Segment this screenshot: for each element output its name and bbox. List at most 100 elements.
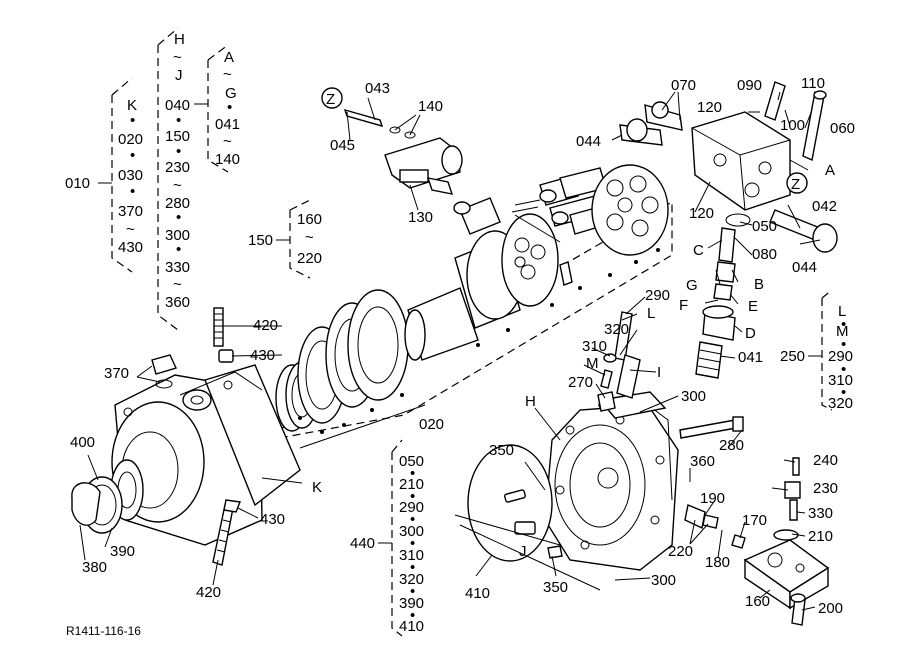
- callout-380: 380: [82, 559, 107, 576]
- callout-120: 120: [689, 205, 714, 222]
- reference-code: R1411-116-16: [66, 624, 141, 638]
- reference-dots: [298, 248, 660, 434]
- callout-430: 430: [250, 347, 275, 364]
- group-150-item: 160: [297, 211, 322, 228]
- group-440-sep: •: [410, 559, 415, 576]
- callout-200: 200: [818, 600, 843, 617]
- valve-stack: [695, 227, 736, 379]
- group-010-sep: •: [130, 112, 135, 129]
- callout-K: K: [312, 479, 322, 496]
- leader-lines: [79, 91, 822, 611]
- group-440-sep: •: [410, 607, 415, 624]
- group-250-item: L: [838, 303, 846, 320]
- callout-370: 370: [104, 365, 129, 382]
- bracket-010: [111, 77, 133, 273]
- callout-B: B: [754, 276, 764, 293]
- callout-390: 390: [110, 543, 135, 560]
- callout-070: 070: [671, 77, 696, 94]
- group-010-item: K: [127, 97, 137, 114]
- callout-H: H: [525, 393, 536, 410]
- callout-120: 120: [697, 99, 722, 116]
- callout-420: 420: [196, 584, 221, 601]
- main-housing: [544, 391, 679, 571]
- callout-L: L: [647, 305, 655, 322]
- callout-044: 044: [792, 259, 817, 276]
- group-440-item: 290: [399, 499, 424, 516]
- bearing-rings: [275, 289, 409, 432]
- callout-220: 220: [668, 543, 693, 560]
- callout-140: 140: [418, 98, 443, 115]
- cover-block-160: [743, 539, 830, 626]
- bolt-280: [679, 416, 744, 439]
- z-marker: Z: [786, 172, 808, 194]
- group-010-item: 020: [118, 131, 143, 148]
- group-440-item: 310: [399, 547, 424, 564]
- callout-190: 190: [700, 490, 725, 507]
- group-010-sep: •: [130, 147, 135, 164]
- group-250-item: 310: [828, 372, 853, 389]
- group-040-sep: •: [176, 143, 181, 160]
- cylinder-block: [501, 213, 573, 307]
- group-250-item: 290: [828, 348, 853, 365]
- bracket-041: [207, 44, 229, 173]
- group-440-item: 320: [399, 571, 424, 588]
- group-440-label: 440: [350, 535, 375, 552]
- group-040-item: 360: [165, 294, 190, 311]
- valve-plate: [591, 164, 669, 256]
- callout-E: E: [748, 298, 758, 315]
- svg-text:Z: Z: [326, 91, 335, 108]
- group-440-item: 050: [399, 453, 424, 470]
- group-040-item: 150: [165, 128, 190, 145]
- group-440-item: 210: [399, 476, 424, 493]
- relief-valve-parts: [597, 311, 641, 412]
- group-041-sep: ~: [223, 66, 232, 83]
- callout-D: D: [745, 325, 756, 342]
- group-010-sep: ~: [126, 221, 135, 238]
- callout-270: 270: [568, 374, 593, 391]
- pilot-parts: [684, 457, 801, 549]
- stud-420-bottom: [212, 499, 241, 566]
- callout-350: 350: [543, 579, 568, 596]
- callout-420: 420: [253, 317, 278, 334]
- group-250-item: 320: [828, 395, 853, 412]
- group-040-item: 040: [165, 97, 190, 114]
- group-250-label: 250: [780, 348, 805, 365]
- callout-410: 410: [465, 585, 490, 602]
- callout-310: 310: [582, 338, 607, 355]
- callout-M: M: [586, 355, 599, 372]
- callout-230: 230: [813, 480, 838, 497]
- group-010-item: 430: [118, 239, 143, 256]
- callout-170: 170: [742, 512, 767, 529]
- group-040-item: 230: [165, 159, 190, 176]
- pin-350: [547, 545, 563, 559]
- callout-I: I: [657, 364, 661, 381]
- callout-100: 100: [780, 117, 805, 134]
- group-040-item: 300: [165, 227, 190, 244]
- group-250-sep: •: [841, 336, 846, 353]
- group-440-sep: •: [410, 583, 415, 600]
- control-block: [619, 81, 838, 253]
- callout-090: 090: [737, 77, 762, 94]
- group-150-item: 220: [297, 250, 322, 267]
- callout-300: 300: [681, 388, 706, 405]
- z-marker: Z: [321, 87, 343, 109]
- group-440-sep: •: [410, 535, 415, 552]
- callout-044: 044: [576, 133, 601, 150]
- group-150-sep: ~: [305, 229, 314, 246]
- group-040-sep: •: [176, 112, 181, 129]
- group-040-item: J: [175, 67, 183, 84]
- callout-160: 160: [745, 593, 770, 610]
- group-250-sep: •: [841, 361, 846, 378]
- callout-290: 290: [645, 287, 670, 304]
- group-040-item: H: [174, 31, 185, 48]
- group-440-sep: •: [410, 465, 415, 482]
- group-250-sep: •: [841, 316, 846, 333]
- callout-045: 045: [330, 137, 355, 154]
- group-040-item: 280: [165, 195, 190, 212]
- group-040-sep: ~: [173, 276, 182, 293]
- group-440-sep: •: [410, 488, 415, 505]
- bracket-040: [157, 27, 179, 331]
- callout-320: 320: [604, 321, 629, 338]
- bracket-150: [289, 199, 311, 279]
